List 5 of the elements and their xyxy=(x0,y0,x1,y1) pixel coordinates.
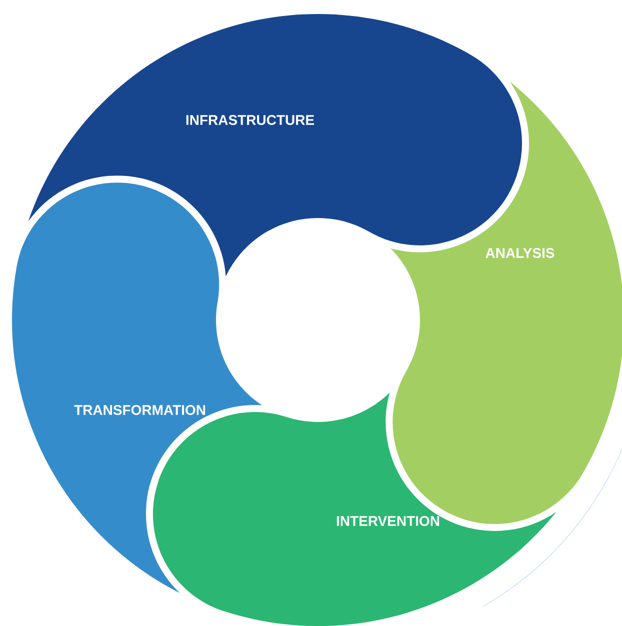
cycle-segment xyxy=(12,182,262,594)
segment-label: ANALYSIS xyxy=(486,248,554,258)
segment-label: TRANSFORMATION xyxy=(74,405,206,415)
segment-label: INFRASTRUCTURE xyxy=(186,115,314,125)
segment-label: INTERVENTION xyxy=(336,516,440,526)
